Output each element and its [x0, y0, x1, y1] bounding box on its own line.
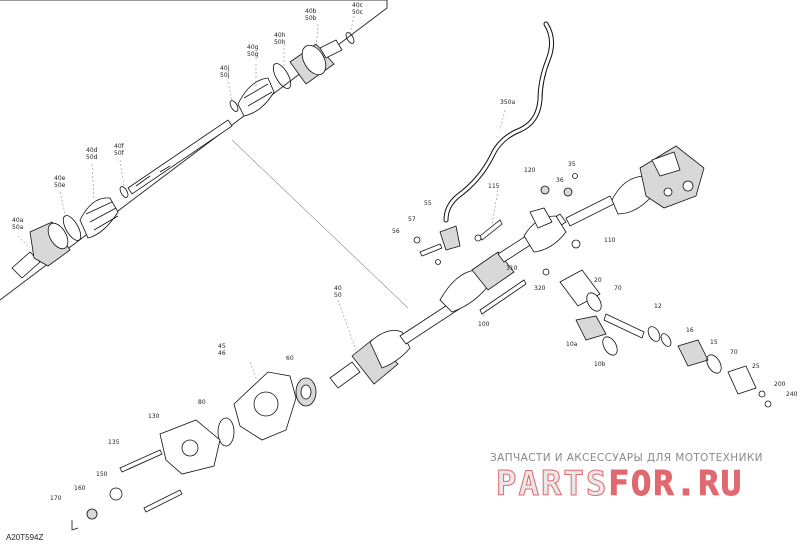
label-120: 120 — [524, 167, 536, 174]
label-36: 36 — [556, 177, 564, 184]
label-310: 310 — [506, 265, 518, 272]
hardware-small — [413, 173, 581, 315]
label-12: 12 — [654, 303, 662, 310]
watermark-logo-main: PARTS — [495, 464, 609, 505]
label-80: 80 — [198, 399, 206, 406]
label-130: 130 — [148, 413, 160, 420]
label-200: 200 — [774, 381, 786, 388]
label-15: 15 — [710, 339, 718, 346]
watermark-tagline: ЗАПЧАСТИ И АКСЕССУАРЫ ДЛЯ МОТОТЕХНИКИ — [490, 452, 763, 464]
watermark-logo: PARTSFOR.RU — [495, 464, 744, 505]
label-70-lower: 70 — [730, 349, 738, 356]
watermark-logo-accent: FOR.RU — [608, 464, 744, 505]
label-115: 115 — [488, 183, 500, 190]
label-56: 56 — [392, 228, 400, 235]
label-150: 150 — [96, 471, 108, 478]
label-70-upper: 70 — [614, 285, 622, 292]
knuckle-hub-assembly — [71, 371, 317, 531]
label-135: 135 — [108, 439, 120, 446]
inset-leader — [231, 139, 409, 309]
leader-lines — [17, 15, 506, 379]
label-20: 20 — [594, 277, 602, 284]
right-side-parts — [559, 269, 772, 408]
label-160: 160 — [74, 485, 86, 492]
main-axle-assembly — [329, 145, 705, 389]
label-350a: 350a — [500, 99, 515, 106]
label-25: 25 — [752, 363, 760, 370]
label-240: 240 — [786, 391, 798, 398]
label-110: 110 — [604, 237, 616, 244]
label-57: 57 — [408, 216, 416, 223]
inset-frame — [0, 0, 388, 301]
label-100: 100 — [478, 321, 490, 328]
label-170: 170 — [50, 495, 62, 502]
label-16: 16 — [686, 327, 694, 334]
label-320: 320 — [534, 285, 546, 292]
inset-axle-assembly — [11, 32, 355, 279]
label-55: 55 — [424, 200, 432, 207]
label-60: 60 — [286, 355, 294, 362]
label-10b: 10b — [594, 361, 606, 368]
label-35: 35 — [568, 161, 576, 168]
reference-code: A20T594Z — [6, 533, 44, 542]
vent-hose — [443, 21, 554, 223]
label-10a: 10a — [566, 341, 578, 348]
